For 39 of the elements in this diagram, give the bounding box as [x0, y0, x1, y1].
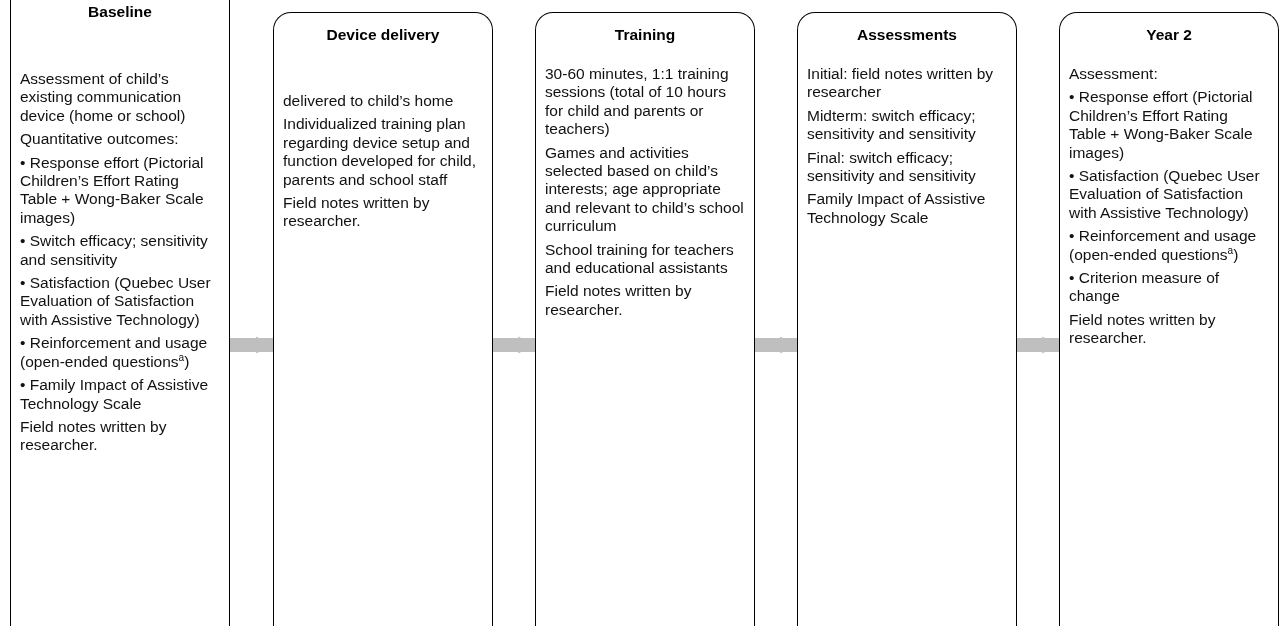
stage-text: Quantitative outcomes: [20, 130, 180, 149]
stage-text: Family Impact of Assistive Technology Scale [807, 190, 987, 228]
stage-text: delivered to child’s home [283, 92, 455, 111]
stage-text: Initial: field notes written by researcher [807, 65, 995, 102]
stage-text: Field notes written by researcher. [20, 417, 168, 455]
block-arrow [230, 336, 273, 354]
bullet-item: • Satisfaction (Quebec User Evaluation of Satisfaction with Assistive Technology) [20, 274, 212, 330]
stage-text: Games and activities selected based on child’s interests; age appropriate and relevant to child’s school curriculum [545, 143, 744, 236]
bullet-item: • Switch efficacy; sensitivity and sensitivity [20, 232, 209, 270]
stage-box [1059, 12, 1279, 626]
stage-heading: Device delivery [325, 26, 441, 44]
stage-text: Assessment of child’s existing communication device (home or school) [20, 70, 187, 126]
stage-box [273, 12, 493, 626]
block-arrow [493, 336, 535, 354]
stage-heading: Training [613, 26, 677, 44]
bullet-item: • Family Impact of Assistive Technology Scale [20, 376, 210, 413]
stage-text: Midterm: switch efficacy; sensitivity and sensitivity [807, 106, 977, 144]
bullet-item: • Reinforcement and usage (open-ended questions$^{a}$) [20, 334, 209, 372]
stage-heading: Baseline [87, 3, 153, 21]
bullet-item: • Response effort (Pictorial Children’s Effort Rating Table + Wong-Baker Scale images) [20, 153, 205, 228]
stage-text: Final: switch efficacy; sensitivity and sensitivity [807, 148, 977, 186]
stage-text: Field notes written by researcher. [283, 194, 431, 231]
bullet-item: • Criterion measure of change [1069, 269, 1221, 306]
stage-heading: Assessments [856, 26, 958, 44]
stage-text: Field notes written by researcher. [1069, 310, 1217, 348]
stage-text: Field notes written by researcher. [545, 282, 693, 320]
stage-box [797, 12, 1017, 626]
stage-text: Individualized training plan regarding device setup and function developed for child, parents and school staff [283, 115, 478, 190]
stage-text: Assessment: [1069, 65, 1159, 84]
bullet-item: • Satisfaction (Quebec User Evaluation of Satisfaction with Assistive Technology) [1069, 167, 1261, 223]
stage-box [10, 0, 230, 626]
stage-text: 30-60 minutes, 1:1 training sessions (total of 10 hours for child and parents or teachers) [545, 65, 730, 139]
stage-heading: Year 2 [1145, 26, 1193, 44]
stage-box [535, 12, 755, 626]
bullet-item: • Reinforcement and usage (open-ended questions$^{a}$) [1069, 227, 1258, 265]
bullet-item: • Response effort (Pictorial Children’s Effort Rating Table + Wong-Baker Scale images) [1069, 88, 1254, 163]
stage-text: School training for teachers and educational assistants [545, 240, 735, 278]
block-arrow [1017, 336, 1059, 354]
block-arrow [755, 336, 797, 354]
